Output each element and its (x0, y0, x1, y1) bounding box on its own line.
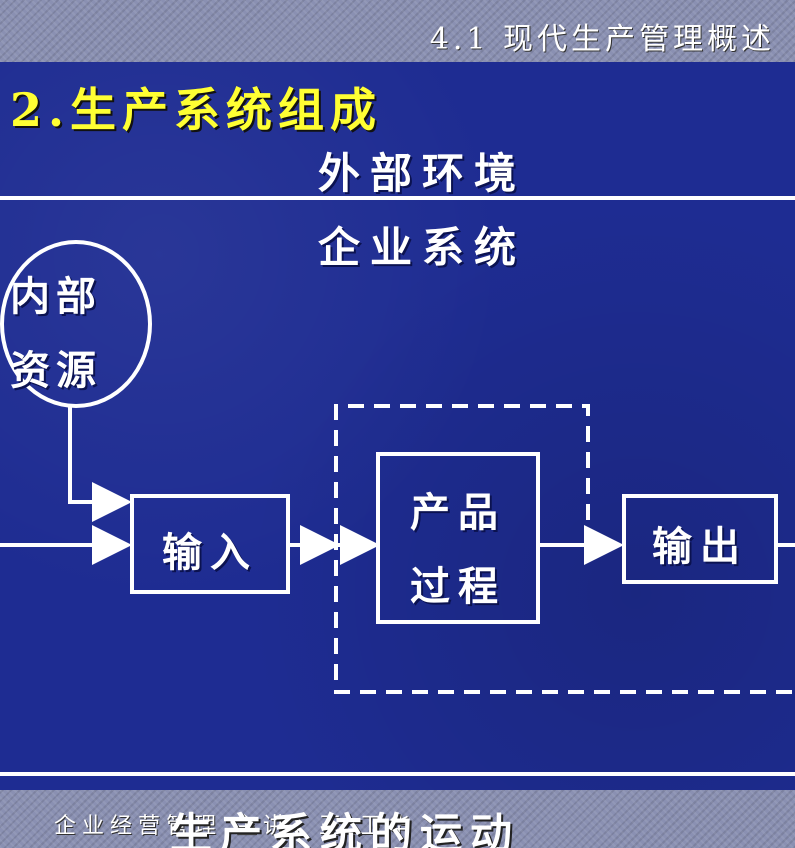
header-title: 4.1 现代生产管理概述 (429, 22, 775, 57)
internal-resources-line1: 内部 (10, 273, 102, 320)
process-line1: 产品 (410, 489, 506, 536)
process-line2: 过程 (410, 563, 506, 610)
header-band: 4.1 现代生产管理概述 (0, 0, 795, 62)
footer-band (0, 790, 795, 848)
section-title: 2.生产系统组成 (10, 83, 383, 137)
input-box (130, 494, 290, 594)
internal-resources-line2: 资源 (10, 347, 102, 394)
process-box (376, 452, 540, 624)
resources-to-input-arrow (68, 406, 132, 522)
external-environment-label: 外部环境 (318, 149, 527, 198)
enterprise-bottom-divider (0, 772, 795, 776)
enterprise-system-label: 企业系统 (318, 223, 527, 272)
external-environment-divider (0, 196, 795, 200)
internal-resources-circle (0, 240, 152, 408)
input-label: 输入 (162, 529, 258, 576)
output-box (622, 494, 778, 584)
output-label: 输出 (652, 523, 748, 570)
process-dashed-boundary (334, 404, 795, 694)
footer-caption: 企业经营管理 主讲：王 卫华 (54, 814, 416, 839)
footer-overlay-title: 生产系统的运动 (170, 809, 521, 848)
